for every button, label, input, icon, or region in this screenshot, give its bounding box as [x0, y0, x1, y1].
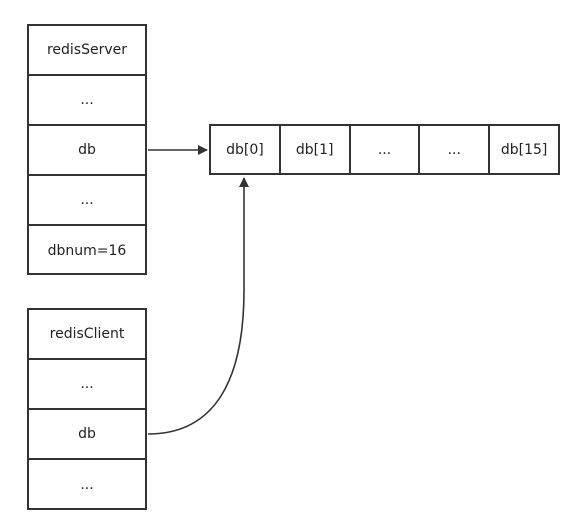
client-ellipsis-cell: ... — [80, 477, 94, 493]
client-title-cell: redisClient — [29, 310, 145, 360]
client-ellipsis-cell: ... — [29, 360, 145, 410]
server-ellipsis-cell: ... — [29, 176, 145, 226]
db-slot-0: db[0] — [211, 126, 281, 173]
db-array: db[0] db[1] ... ... db[15] — [209, 124, 560, 175]
server-ellipsis-cell: ... — [29, 76, 145, 126]
client-db-pointer-arrow — [147, 177, 249, 435]
server-dbnum-field: dbnum=16 — [47, 243, 127, 259]
server-db-field: db — [29, 126, 145, 176]
server-title-cell: redisServer — [29, 26, 145, 76]
client-db-field: db — [29, 410, 145, 460]
db-slot-1: db[1] — [281, 126, 351, 173]
redis-server-struct: redisServer ... db ... dbnum=16 — [27, 24, 147, 275]
db-slot-ellipsis: ... — [420, 126, 491, 173]
db-slot-ellipsis: ... — [351, 126, 421, 173]
redis-client-struct: redisClient ... db ... — [27, 308, 147, 510]
db-slot-15: db[15] — [500, 141, 548, 158]
